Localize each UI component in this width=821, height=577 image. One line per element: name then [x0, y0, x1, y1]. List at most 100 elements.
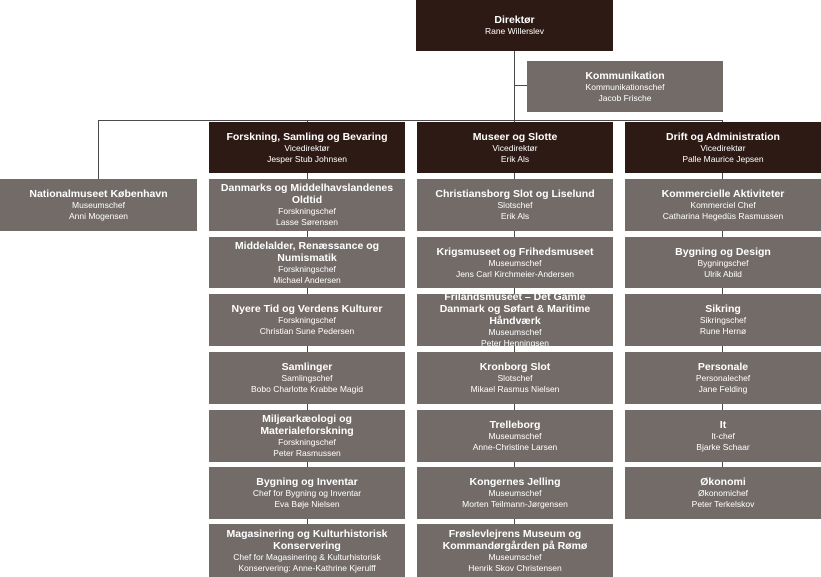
- unit-role: Bygningschef: [697, 257, 749, 268]
- unit-name: Rune Hernø: [699, 326, 747, 336]
- unit-title: Nyere Tid og Verdens Kulturer: [231, 303, 383, 315]
- unit-role: Slotschef: [497, 373, 533, 383]
- unit-name: Anne-Christine Larsen: [472, 442, 558, 452]
- unit-title: Krigsmuseet og Frihedsmuseet: [436, 245, 594, 258]
- unit-role: Kommerciel Chef: [690, 200, 756, 210]
- division-name: Palle Maurice Jepsen: [682, 153, 764, 164]
- unit-name: Peter Rasmussen: [273, 448, 341, 458]
- division-role: Vicedirektør: [492, 142, 538, 153]
- unit-box: Trelleborg Museumschef Anne-Christine La…: [417, 410, 613, 462]
- division-name: Erik Als: [500, 153, 530, 164]
- unit-name: Bobo Charlotte Krabbe Magid: [251, 384, 363, 394]
- unit-title: Trelleborg: [489, 419, 541, 431]
- unit-name: Morten Teilmann-Jørgensen: [462, 499, 568, 509]
- director-box: Direktør Rane Willerslev: [416, 0, 613, 51]
- unit-role: Samlingschef: [281, 373, 333, 383]
- unit-role: Forskningschef: [278, 206, 336, 216]
- division-role: Vicedirektør: [284, 142, 330, 153]
- communication-title: Kommunikation: [585, 69, 665, 82]
- unit-box: Samlinger Samlingschef Bobo Charlotte Kr…: [209, 352, 405, 404]
- unit-name: Henrik Skov Christensen: [468, 562, 562, 573]
- unit-box: It It-chef Bjarke Schaar: [625, 410, 821, 462]
- unit-role: Forskningschef: [278, 263, 336, 274]
- division-head-museums: Museer og Slotte Vicedirektør Erik Als: [417, 122, 613, 173]
- unit-box: Nyere Tid og Verdens Kulturer Forsknings…: [209, 294, 405, 346]
- unit-role: Personalechef: [695, 373, 751, 383]
- unit-name: Konservering: Anne-Kathrine Kjerulff: [238, 562, 376, 573]
- unit-name: Peter Henningsen: [480, 338, 550, 348]
- unit-role: Forskningschef: [278, 437, 336, 447]
- unit-title: Samlinger: [281, 361, 333, 373]
- unit-box: Personale Personalechef Jane Felding: [625, 352, 821, 404]
- unit-name: Jane Felding: [698, 384, 748, 394]
- unit-box: Kommercielle Aktiviteter Kommerciel Chef…: [625, 179, 821, 231]
- connector-col1: [307, 120, 308, 576]
- nationalmuseum-name: Anni Mogensen: [68, 211, 129, 221]
- division-head-research: Forskning, Samling og Bevaring Vicedirek…: [209, 122, 405, 173]
- unit-box: Frilandsmuseet – Det Gamle Danmark og Sø…: [417, 291, 613, 348]
- unit-title: Kommercielle Aktiviteter: [661, 188, 785, 200]
- communication-name: Jacob Frische: [598, 92, 652, 103]
- unit-box: Kongernes Jelling Museumschef Morten Tei…: [417, 467, 613, 519]
- unit-name: Peter Terkelskov: [691, 499, 755, 509]
- unit-box: Krigsmuseet og Frihedsmuseet Museumschef…: [417, 237, 613, 288]
- unit-title: Middelalder, Renæssance og Numismatik: [234, 239, 380, 264]
- unit-box: Frøslevlejrens Museum og Kommandørgården…: [417, 524, 613, 577]
- unit-title: Frilandsmuseet – Det Gamle Danmark og Sø…: [439, 291, 591, 327]
- unit-role: Økonomichef: [697, 488, 749, 498]
- communication-role: Kommunikationschef: [585, 81, 665, 92]
- unit-box: Bygning og Inventar Chef for Bygning og …: [209, 467, 405, 519]
- unit-name: Erik Als: [500, 211, 530, 221]
- unit-box: Christiansborg Slot og Liselund Slotsche…: [417, 179, 613, 231]
- unit-title: Kronborg Slot: [479, 361, 551, 373]
- unit-name: Michael Andersen: [273, 274, 341, 285]
- unit-name: Jens Carl Kirchmeier-Andersen: [455, 268, 575, 279]
- unit-box: Sikring Sikringschef Rune Hernø: [625, 294, 821, 346]
- nationalmuseum-box: Nationalmuseet København Museumschef Ann…: [0, 179, 197, 231]
- nationalmuseum-title: Nationalmuseet København: [29, 188, 168, 200]
- unit-box: Bygning og Design Bygningschef Ulrik Abi…: [625, 237, 821, 288]
- unit-name: Ulrik Abild: [704, 268, 742, 279]
- unit-title: It: [719, 419, 727, 431]
- unit-title: Kongernes Jelling: [469, 476, 561, 488]
- unit-box: Danmarks og Middelhavslandenes Oldtid Fo…: [209, 179, 405, 231]
- connector-nationalmuseum: [98, 120, 99, 179]
- unit-title: Frøslevlejrens Museum og Kommandørgården…: [442, 527, 588, 552]
- unit-box: Kronborg Slot Slotschef Mikael Rasmus Ni…: [417, 352, 613, 404]
- unit-role: Museumschef: [488, 488, 542, 498]
- division-head-operations: Drift og Administration Vicedirektør Pal…: [625, 122, 821, 173]
- unit-role: It-chef: [711, 431, 735, 441]
- unit-name: Bjarke Schaar: [696, 442, 750, 452]
- unit-box: Middelalder, Renæssance og Numismatik Fo…: [209, 237, 405, 288]
- division-role: Vicedirektør: [700, 142, 746, 153]
- unit-title: Økonomi: [700, 476, 746, 488]
- connector-horizontal-bar: [98, 120, 722, 121]
- unit-name: Catharina Hegedüs Rasmussen: [662, 211, 784, 221]
- unit-role: Sikringschef: [699, 315, 747, 325]
- unit-title: Christiansborg Slot og Liselund: [435, 188, 595, 200]
- unit-role: Museumschef: [488, 551, 542, 562]
- unit-title: Danmarks og Middelhavslandenes Oldtid: [220, 182, 394, 206]
- division-name: Jesper Stub Johnsen: [267, 153, 347, 164]
- unit-role: Museumschef: [488, 431, 542, 441]
- unit-role: Museumschef: [488, 327, 542, 337]
- unit-name: Christian Sune Pedersen: [259, 326, 355, 336]
- unit-role: Chef for Bygning og Inventar: [252, 488, 362, 498]
- connector-communication: [514, 85, 527, 86]
- unit-title: Magasinering og Kulturhistorisk Konserve…: [226, 527, 388, 552]
- communication-box: Kommunikation Kommunikationschef Jacob F…: [527, 61, 723, 112]
- division-title: Museer og Slotte: [472, 130, 558, 143]
- unit-box: Magasinering og Kulturhistorisk Konserve…: [209, 524, 405, 577]
- director-title: Direktør: [494, 14, 535, 26]
- unit-name: Lasse Sørensen: [276, 217, 338, 227]
- unit-role: Chef for Magasinering & Kulturhistorisk: [233, 551, 381, 562]
- unit-role: Slotschef: [497, 200, 533, 210]
- unit-box: Økonomi Økonomichef Peter Terkelskov: [625, 467, 821, 519]
- unit-title: Sikring: [705, 303, 741, 315]
- unit-title: Personale: [697, 361, 749, 373]
- unit-title: Bygning og Design: [675, 245, 771, 258]
- nationalmuseum-role: Museumschef: [72, 200, 125, 210]
- director-name: Rane Willerslev: [484, 26, 545, 36]
- unit-title: Miljøarkæologi og Materialeforskning: [260, 413, 354, 437]
- connector-col2: [514, 120, 515, 576]
